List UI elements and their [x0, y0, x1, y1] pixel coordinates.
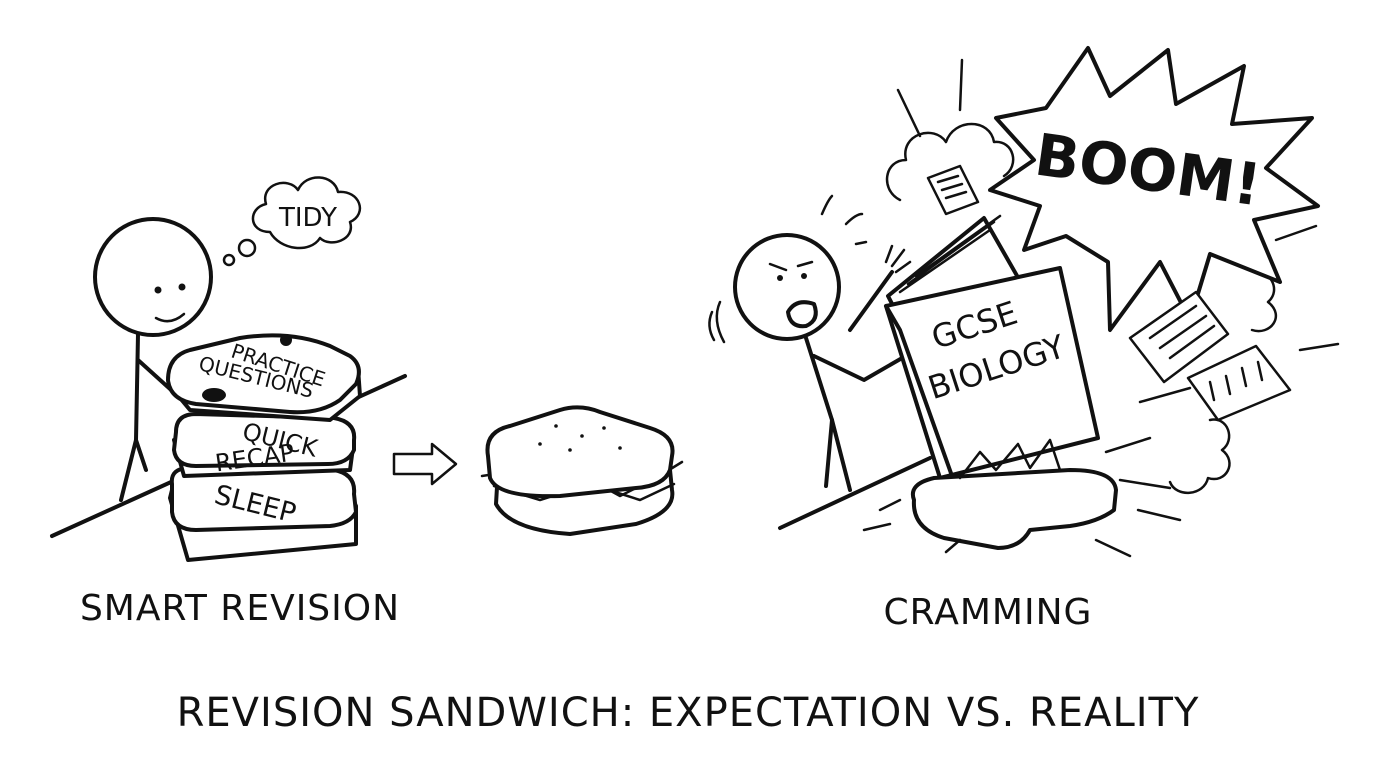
smoke-cloud: [1168, 418, 1231, 494]
book-cover: [884, 266, 1100, 480]
figure-leg: [134, 438, 148, 472]
caption-cramming: CRAMMING: [884, 592, 1093, 633]
thought-cloud: [251, 176, 362, 250]
figure-brow: [768, 262, 788, 272]
sandwich-layer-practice-questions: PRACTICE QUESTIONS: [166, 333, 362, 422]
holding-hand: [202, 388, 226, 402]
figure-smile: [154, 312, 186, 323]
figure-eye: [777, 275, 783, 281]
raised-hand: [884, 244, 912, 274]
sandwich-layer-sleep: SLEEP: [168, 466, 358, 562]
figure-arm-raised: [848, 270, 894, 332]
motion-lines: [708, 300, 726, 344]
finished-sandwich: [480, 405, 684, 536]
figure-eye: [154, 286, 162, 294]
burst-shape: [988, 46, 1320, 332]
figure-arm: [812, 348, 918, 382]
squashed-sandwich: [911, 438, 1118, 550]
figure-body: [119, 332, 140, 502]
figure-head: [93, 217, 213, 337]
figure-mouth: [786, 300, 818, 329]
thought-bubble: TIDY: [222, 176, 362, 267]
flying-paper: [926, 164, 980, 216]
illustration-title: REVISION SANDWICH: EXPECTATION VS. REALI…: [177, 690, 1200, 736]
smart-revision-panel: TIDY SLEEP QUICK RECAP PRACTICE QUESTION…: [50, 176, 684, 629]
book-page-edges: [898, 214, 1002, 294]
figure-eye: [801, 273, 807, 279]
book-spine: [884, 304, 954, 478]
boom-burst: BOOM!: [988, 46, 1320, 332]
smoke-cloud: [885, 122, 1015, 202]
sandwich-layer-quick-recap: QUICK RECAP: [172, 412, 357, 478]
impact-lines: [862, 58, 1340, 558]
right-arrow-icon: [392, 442, 458, 486]
sweat-drops: [820, 194, 868, 246]
flying-paper: [1186, 344, 1292, 422]
figure-eye: [178, 283, 186, 291]
cramming-panel: BOOM! GCSE BIOLOGY: [708, 46, 1340, 633]
thought-bubble-text: TIDY: [278, 203, 337, 233]
gcse-biology-book: GCSE BIOLOGY: [884, 214, 1100, 480]
figure-head: [733, 233, 841, 341]
right-table-line: [778, 456, 932, 530]
caption-smart-revision: SMART REVISION: [80, 588, 400, 629]
flying-paper: [1128, 290, 1230, 384]
holding-hand: [280, 334, 292, 346]
figure-leg: [824, 418, 834, 488]
panicked-stick-figure: [708, 194, 918, 492]
figure-brow: [796, 260, 814, 268]
